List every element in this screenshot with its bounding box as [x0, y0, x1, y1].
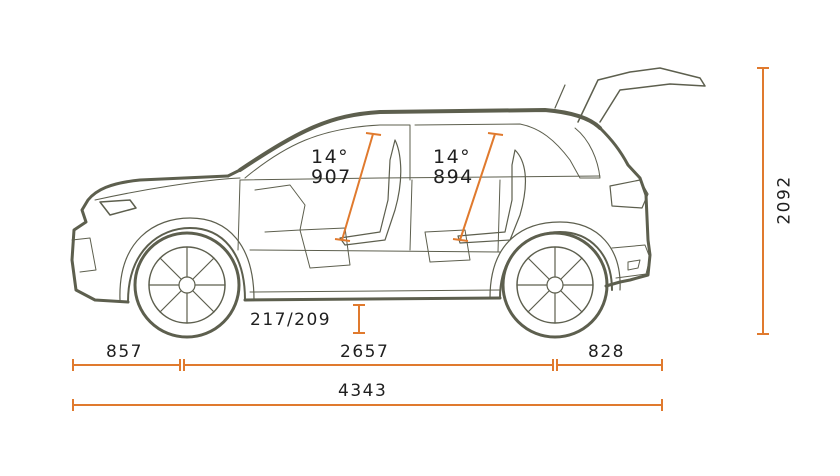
ground-clearance-label: 217/209	[250, 310, 332, 330]
height-label: 2092	[774, 175, 795, 225]
overall-length-label: 4343	[338, 381, 388, 401]
dimension-lines	[72, 67, 769, 411]
rear-headroom-label: 894	[433, 166, 474, 188]
wheelbase-label: 2657	[340, 342, 390, 362]
front-headroom-label: 907	[311, 166, 352, 188]
rear-headroom-angle-label: 14°	[433, 146, 472, 168]
front-overhang-label: 857	[106, 342, 143, 362]
front-headroom-angle-label: 14°	[311, 146, 350, 168]
rear-overhang-label: 828	[588, 342, 625, 362]
